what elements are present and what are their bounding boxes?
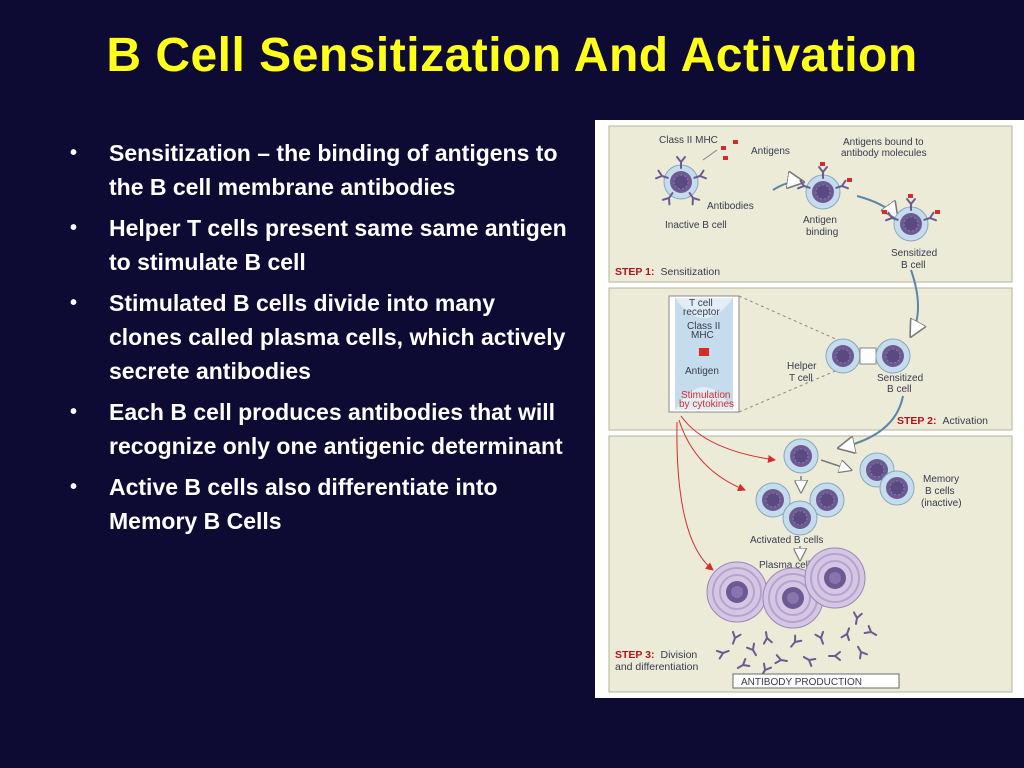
bullet-list: • Sensitization – the binding of antigens… xyxy=(68,136,568,545)
label-helper-2: T cell xyxy=(789,373,813,384)
bullet-text: Helper T cells present same same antigen… xyxy=(109,215,567,275)
b-cell-diagram: Class II MHC Antigens Antibodies Inactiv… xyxy=(595,120,1024,698)
bullet-marker: • xyxy=(70,401,78,423)
label-memory-1: Memory xyxy=(923,474,959,485)
inset-antigen xyxy=(699,348,709,356)
activated-b-cell xyxy=(782,500,818,536)
step2-label: Activation xyxy=(943,415,989,427)
label-class-ii-mhc: Class II MHC xyxy=(659,135,718,146)
step1-title: STEP 1: Sensitization xyxy=(615,266,720,278)
label-antigens: Antigens xyxy=(751,146,790,157)
dividing-b-cell xyxy=(783,438,819,474)
bullet-marker: • xyxy=(70,142,78,164)
memory-b-cell xyxy=(879,470,915,506)
bullet-item: • Helper T cells present same same antige… xyxy=(68,211,568,279)
label-stimulation-1: Stimulation xyxy=(681,390,730,401)
label-stimulation-2: by cytokines xyxy=(679,399,734,410)
sensitized-b-cell xyxy=(882,194,940,242)
helper-t-cell xyxy=(825,338,861,374)
bullet-text: Active B cells also differentiate into M… xyxy=(109,474,498,534)
label-t-cell-receptor-1: T cell xyxy=(689,298,713,309)
label-antibody-production: ANTIBODY PRODUCTION xyxy=(741,677,862,688)
label-class-ii-2: MHC xyxy=(691,330,714,341)
step3-label-1: Division xyxy=(661,649,698,661)
label-sensitized-2: B cell xyxy=(901,260,925,271)
step3-label-2: and differentiation xyxy=(615,661,698,673)
step3-title: STEP 3: Division xyxy=(615,649,697,661)
bullet-marker: • xyxy=(70,476,78,498)
bullet-item: • Sensitization – the binding of antigens… xyxy=(68,136,568,204)
label-memory-3: (inactive) xyxy=(921,498,962,509)
label-t-cell-receptor-2: receptor xyxy=(683,307,720,318)
bullet-item: • Active B cells also differentiate into … xyxy=(68,470,568,538)
bullet-marker: • xyxy=(70,292,78,314)
step1-prefix: STEP 1: xyxy=(615,266,655,278)
bullet-marker: • xyxy=(70,217,78,239)
plasma-cell xyxy=(706,561,768,623)
bullet-item: • Each B cell produces antibodies that wi… xyxy=(68,395,568,463)
label-memory-2: B cells xyxy=(925,486,954,497)
label-class-ii-1: Class II xyxy=(687,321,720,332)
diagram-svg: Class II MHC Antigens Antibodies Inactiv… xyxy=(608,125,1013,693)
label-antibodies: Antibodies xyxy=(707,201,754,212)
label-plasma: Plasma cells xyxy=(759,560,815,571)
antibody-production-box xyxy=(732,673,900,689)
label-inset-antigen: Antigen xyxy=(685,366,719,377)
label-helper-1: Helper xyxy=(787,361,817,372)
label-antigen-binding-1: Antigen xyxy=(803,215,837,226)
step2-title: STEP 2: Activation xyxy=(897,415,988,427)
label-antigen-binding-2: binding xyxy=(806,227,838,238)
sensitized-b-cell-2 xyxy=(875,338,911,374)
step3-prefix: STEP 3: xyxy=(615,649,655,661)
step1-label: Sensitization xyxy=(661,266,721,278)
label-activated: Activated B cells xyxy=(750,535,823,546)
step2-prefix: STEP 2: xyxy=(897,415,937,427)
antigen-binding-cell xyxy=(797,162,852,210)
label-antigens-bound-2: antibody molecules xyxy=(841,148,927,159)
bullet-text: Stimulated B cells divide into many clon… xyxy=(109,290,566,384)
label-sensitized-b-1: Sensitized xyxy=(877,373,923,384)
plasma-cell xyxy=(804,547,866,609)
label-antigens-bound-1: Antigens bound to xyxy=(843,137,924,148)
bullet-item: • Stimulated B cells divide into many clo… xyxy=(68,286,568,388)
slide-title: B Cell Sensitization And Activation xyxy=(106,29,918,82)
label-sensitized-1: Sensitized xyxy=(891,248,937,259)
bullet-text: Each B cell produces antibodies that wil… xyxy=(109,399,563,459)
label-sensitized-b-2: B cell xyxy=(887,384,911,395)
label-inactive-b-cell: Inactive B cell xyxy=(665,220,727,231)
bullet-text: Sensitization – the binding of antigens … xyxy=(109,140,558,200)
